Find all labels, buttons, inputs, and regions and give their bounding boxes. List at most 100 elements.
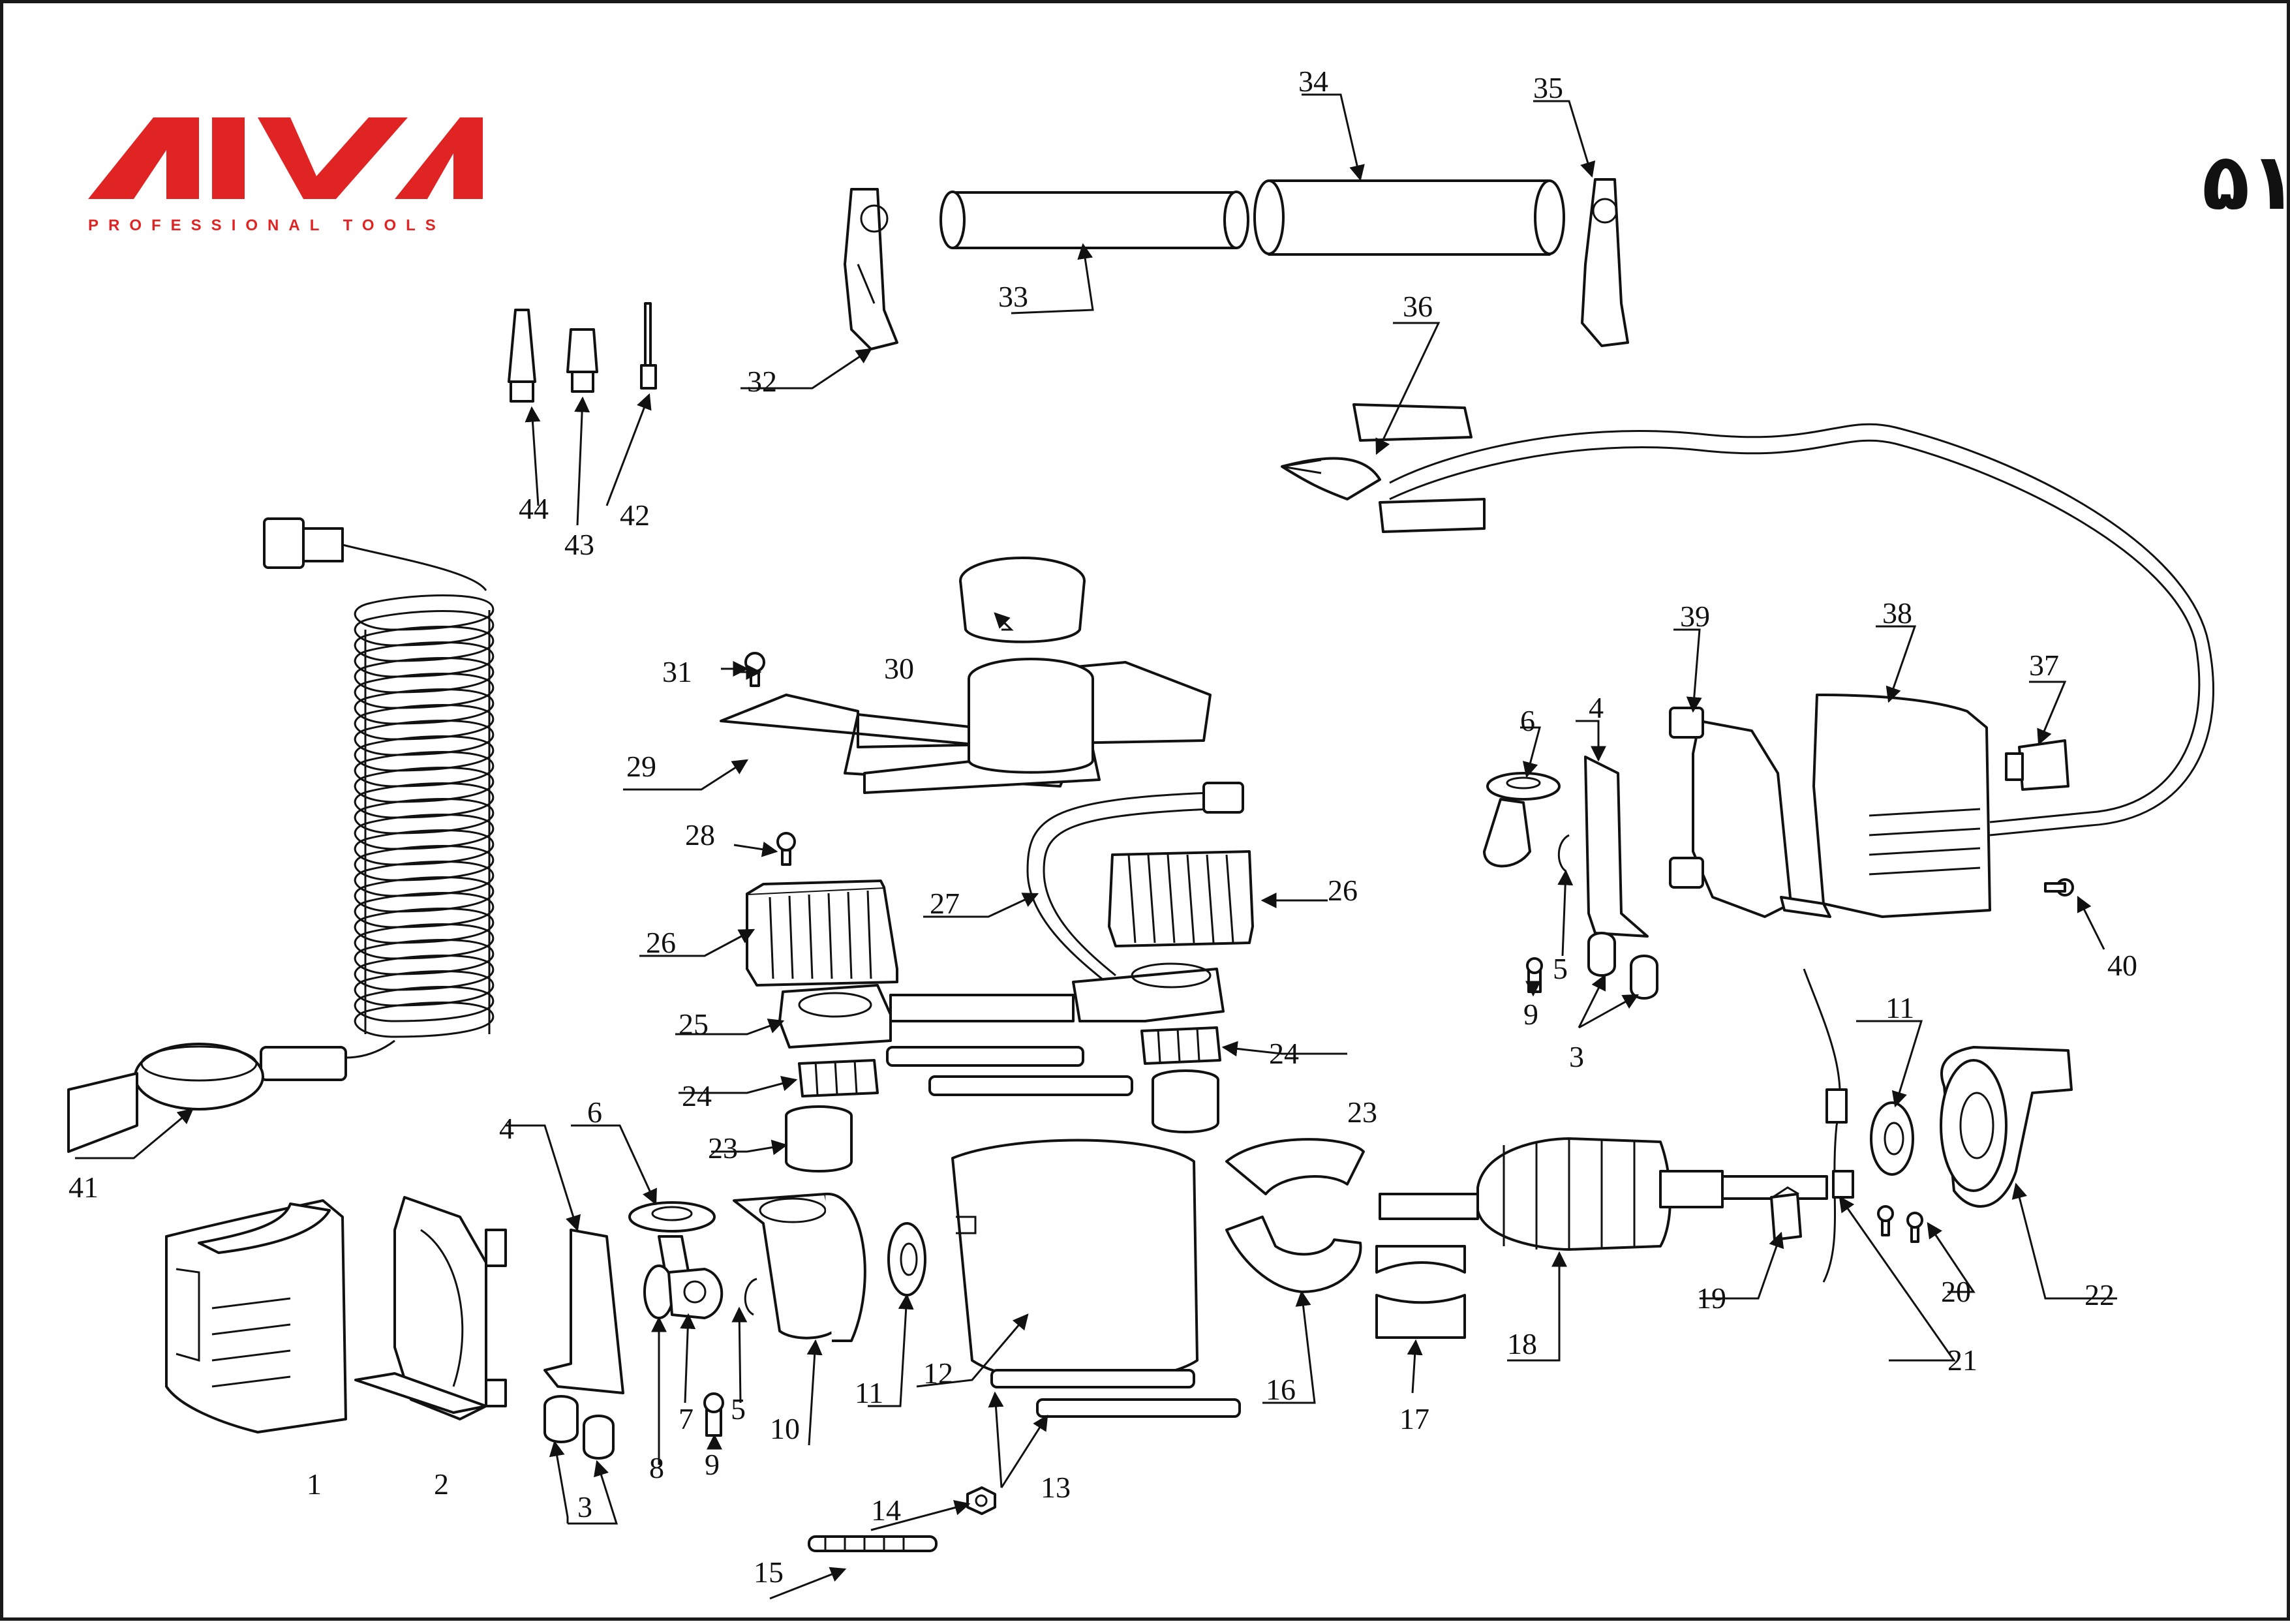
label-13: 13 [1041,1471,1071,1504]
bearing-11-right [1870,1101,1914,1176]
model-label: مدل: ۵۱۳۱ [2202,137,2290,228]
end-plate-39 [1669,707,1831,918]
label-6-left: 6 [587,1095,602,1129]
crankcase-10 [733,1192,866,1342]
parts-diagram: PROFESSIONAL TOOLS مدل: ۵۱۳۱ [67,65,2290,1600]
leader-lines [75,93,2117,1600]
magnets-16 [1225,1138,1365,1293]
label-3-left: 3 [577,1490,592,1524]
label-3-right: 3 [1569,1040,1584,1073]
end-bell-22 [1940,1046,2073,1208]
label-21: 21 [1947,1343,1977,1377]
label-18: 18 [1507,1327,1537,1360]
piston-23-left [785,1105,853,1172]
rods-13-upper [886,1046,1133,1096]
feet-3-left [543,1395,615,1460]
screw-28 [776,832,796,866]
label-41: 41 [69,1171,99,1204]
brand-logo: PROFESSIONAL TOOLS [88,117,483,234]
ring-24-left [798,1059,879,1097]
label-24-left: 24 [682,1079,712,1112]
label-38: 38 [1882,596,1912,630]
label-31: 31 [662,655,692,688]
cover-1 [165,1199,347,1433]
label-42: 42 [620,498,650,532]
switch-37 [2005,739,2069,791]
connecting-rod-8-7 [643,1264,724,1319]
brush-springs-17 [1375,1245,1466,1339]
piston-23-right [1152,1069,1219,1133]
label-14: 14 [871,1494,901,1527]
feet-3-right [1587,932,1658,1000]
ring-24-right [1140,1026,1221,1065]
clip-5-left [744,1278,757,1316]
label-44: 44 [519,492,549,525]
power-cable-36 [1281,403,2214,836]
needle-42 [640,302,657,390]
label-22: 22 [2084,1278,2114,1311]
bolt-9-left [703,1392,724,1437]
label-15: 15 [754,1555,784,1589]
label-24-right: 24 [1269,1037,1299,1070]
valve-6-right [1483,772,1561,868]
end-plate-2 [354,1196,507,1420]
nozzle-43 [566,328,598,393]
label-20: 20 [1941,1275,1971,1308]
heat-sink-left-26 [746,880,898,987]
bracket-4-left [543,1229,624,1394]
motor-housing-12 [951,1139,1198,1384]
label-10: 10 [770,1412,800,1445]
label-26-left: 26 [646,926,676,959]
screw-40 [2044,878,2074,896]
brand-tagline: PROFESSIONAL TOOLS [88,217,446,234]
label-28: 28 [685,818,715,851]
cylinder-head-29 [720,658,1212,794]
label-32: 32 [747,365,777,398]
label-4-left: 4 [499,1112,514,1145]
label-11-right: 11 [1885,991,1914,1024]
label-8: 8 [649,1451,664,1484]
bracket-4-right [1584,756,1649,938]
screw-31 [744,652,765,687]
label-40: 40 [2107,949,2137,982]
brush-holder-21 [1803,968,1854,1283]
heat-sink-right-26 [1108,850,1254,947]
label-17: 17 [1399,1402,1429,1435]
bolt-15 [808,1535,938,1552]
bracket-32 [844,188,898,350]
label-23-right: 23 [1347,1095,1377,1129]
nut-14 [966,1486,996,1515]
label-25: 25 [679,1007,709,1041]
bracket-35 [1581,178,1629,347]
coiled-hose-41 [67,517,495,1153]
label-16: 16 [1266,1373,1296,1406]
label-29: 29 [626,750,656,783]
label-37: 37 [2029,649,2059,682]
label-6-right: 6 [1520,704,1535,737]
label-27: 27 [930,887,960,920]
label-7: 7 [679,1402,694,1435]
label-34: 34 [1298,65,1328,98]
label-9-right: 9 [1523,998,1538,1031]
bolt-9-right [1526,957,1543,993]
label-12: 12 [923,1356,953,1390]
handle-tube-34 [1253,179,1565,256]
clip-5-right [1557,834,1570,872]
label-4-right: 4 [1589,691,1604,724]
screws-20 [1877,1205,1923,1243]
cap-30 [959,557,1086,643]
label-36: 36 [1403,290,1433,323]
cover-38 [1812,694,1991,918]
label-35: 35 [1533,71,1563,104]
brush-19 [1770,1186,1802,1241]
bearing-11-left [887,1222,926,1296]
cylinder-block-25 [778,962,1225,1049]
armature-18 [1379,1137,1828,1251]
label-5-right: 5 [1553,952,1568,985]
rods-13-lower [990,1369,1241,1418]
label-23-left: 23 [708,1131,738,1165]
label-9-left: 9 [705,1448,720,1481]
label-26-right: 26 [1328,874,1358,907]
label-11-left: 11 [855,1376,883,1409]
